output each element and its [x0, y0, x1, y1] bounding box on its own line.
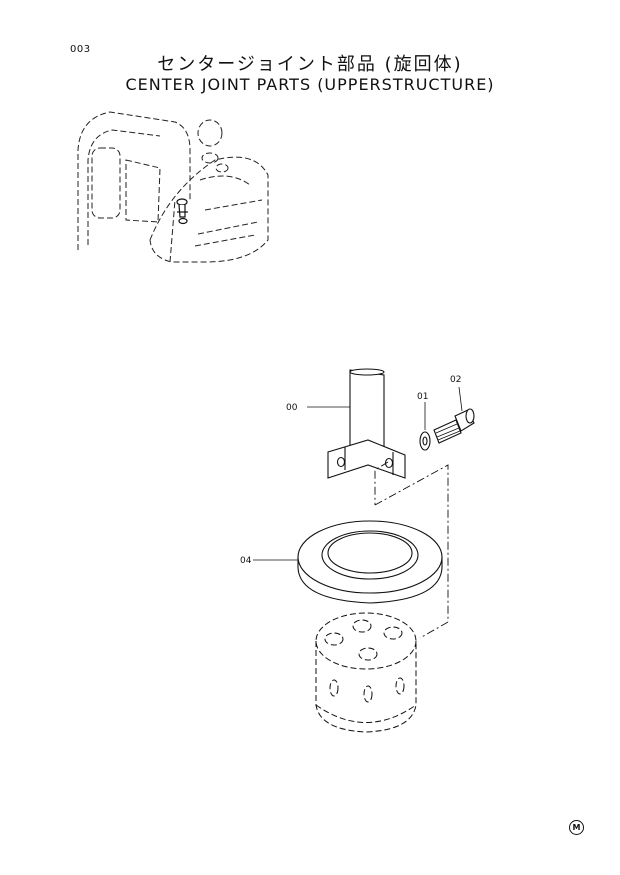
callout-04: 04: [240, 556, 252, 566]
manufacturer-mark: M: [569, 820, 584, 835]
title-japanese: センタージョイント部品 (旋回体): [157, 54, 463, 75]
machine-overview: [77, 111, 269, 263]
callout-01: 01: [417, 392, 428, 402]
assembly-guide-lines: [374, 461, 449, 639]
center-joint-location-marker: [176, 198, 188, 225]
part-02-bolt: [433, 408, 475, 444]
page-number: 003: [70, 44, 91, 55]
title-english: CENTER JOINT PARTS (UPPERSTRUCTURE): [125, 75, 495, 94]
callout-00: 00: [286, 403, 298, 413]
part-01-washer: [419, 431, 431, 451]
part-04-seal-ring: [297, 520, 443, 604]
callout-02: 02: [450, 375, 461, 385]
center-joint-body: [315, 612, 417, 733]
part-00-bracket: [327, 368, 406, 479]
